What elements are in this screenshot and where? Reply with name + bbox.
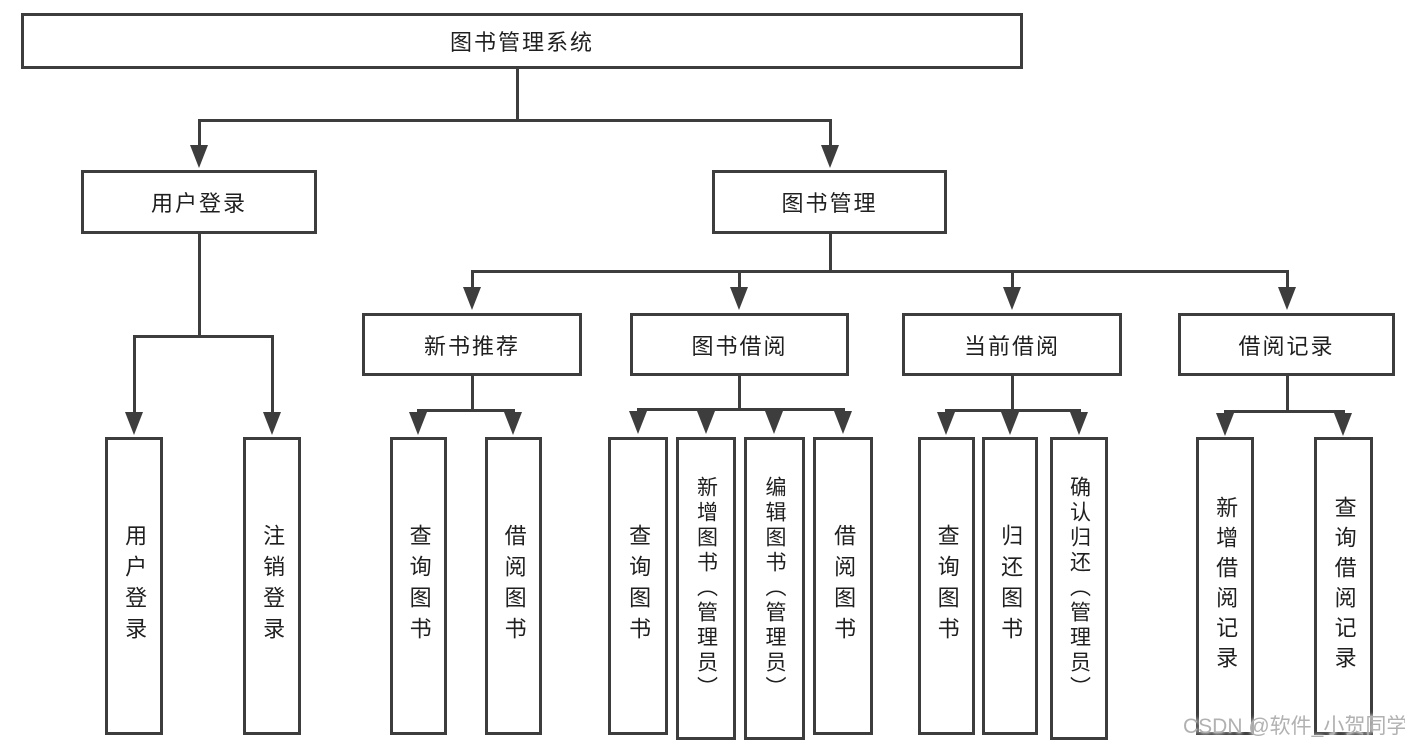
connector-line bbox=[738, 376, 741, 410]
connector-line bbox=[1011, 376, 1014, 411]
arrow-down-icon bbox=[409, 412, 427, 435]
connector-line bbox=[198, 234, 201, 338]
leaf-query-books-2: 查询图书 bbox=[608, 437, 668, 735]
node-book-management: 图书管理 bbox=[712, 170, 947, 234]
leaf-query-books-1-label: 查询图书 bbox=[406, 524, 432, 648]
node-current-borrow: 当前借阅 bbox=[902, 313, 1122, 376]
arrow-down-icon bbox=[125, 412, 143, 435]
node-current-borrow-label: 当前借阅 bbox=[963, 333, 1060, 359]
leaf-borrow-books-1: 借阅图书 bbox=[485, 437, 542, 735]
leaf-edit-books-admin: 编辑图书（管理员） bbox=[744, 437, 805, 740]
arrow-down-icon bbox=[765, 411, 783, 434]
arrow-down-icon bbox=[463, 287, 481, 310]
leaf-query-borrow-record: 查询借阅记录 bbox=[1314, 437, 1373, 735]
leaf-confirm-return-admin: 确认归还（管理员） bbox=[1050, 437, 1108, 740]
arrow-down-icon bbox=[937, 412, 955, 435]
leaf-borrow-books-2: 借阅图书 bbox=[813, 437, 873, 735]
leaf-logout: 注销登录 bbox=[243, 437, 301, 735]
node-book-management-label: 图书管理 bbox=[781, 191, 878, 216]
connector-line bbox=[133, 335, 274, 338]
leaf-query-books-2-label: 查询图书 bbox=[626, 524, 652, 648]
node-root-label: 图书管理系统 bbox=[449, 30, 594, 55]
leaf-query-books-1: 查询图书 bbox=[390, 437, 447, 735]
connector-line bbox=[1224, 410, 1345, 413]
leaf-query-books-3: 查询图书 bbox=[918, 437, 975, 735]
connector-line bbox=[516, 69, 519, 121]
connector-line bbox=[1286, 270, 1289, 289]
connector-line bbox=[471, 376, 474, 411]
connector-line bbox=[945, 409, 1081, 412]
connector-line bbox=[829, 234, 832, 273]
connector-line bbox=[198, 119, 832, 122]
arrow-down-icon bbox=[263, 412, 281, 435]
arrow-down-icon bbox=[1334, 413, 1352, 436]
arrow-down-icon bbox=[1278, 287, 1296, 310]
arrow-down-icon bbox=[821, 145, 839, 168]
arrow-down-icon bbox=[834, 411, 852, 434]
arrow-down-icon bbox=[190, 145, 208, 168]
leaf-user-login-label: 用户登录 bbox=[122, 524, 148, 648]
leaf-add-books-admin: 新增图书（管理员） bbox=[676, 437, 736, 740]
connector-line bbox=[1286, 376, 1289, 412]
node-user-login: 用户登录 bbox=[81, 170, 317, 234]
leaf-query-books-3-label: 查询图书 bbox=[934, 524, 960, 648]
leaf-add-books-admin-label: 新增图书（管理员） bbox=[694, 476, 718, 701]
node-new-book-recommend: 新书推荐 bbox=[362, 313, 582, 376]
connector-line bbox=[133, 335, 136, 414]
connector-line bbox=[637, 408, 845, 411]
arrow-down-icon bbox=[1003, 287, 1021, 310]
leaf-logout-label: 注销登录 bbox=[260, 524, 286, 648]
arrow-down-icon bbox=[1001, 412, 1019, 435]
connector-line bbox=[198, 119, 201, 147]
node-borrow-records-label: 借阅记录 bbox=[1238, 333, 1335, 359]
connector-line bbox=[1011, 270, 1014, 289]
arrow-down-icon bbox=[504, 412, 522, 435]
connector-line bbox=[471, 270, 474, 289]
leaf-borrow-books-1-label: 借阅图书 bbox=[501, 524, 527, 648]
arrow-down-icon bbox=[1070, 412, 1088, 435]
node-new-book-recommend-label: 新书推荐 bbox=[423, 333, 520, 359]
leaf-add-borrow-record-label: 新增借阅记录 bbox=[1213, 496, 1239, 676]
connector-line bbox=[417, 409, 515, 412]
arrow-down-icon bbox=[1216, 413, 1234, 436]
connector-line bbox=[829, 119, 832, 147]
leaf-user-login: 用户登录 bbox=[105, 437, 163, 735]
leaf-add-borrow-record: 新增借阅记录 bbox=[1196, 437, 1254, 735]
leaf-borrow-books-2-label: 借阅图书 bbox=[831, 524, 857, 648]
arrow-down-icon bbox=[629, 411, 647, 434]
node-book-borrow-label: 图书借阅 bbox=[691, 333, 788, 359]
leaf-return-books: 归还图书 bbox=[982, 437, 1038, 735]
arrow-down-icon bbox=[697, 411, 715, 434]
leaf-query-borrow-record-label: 查询借阅记录 bbox=[1331, 496, 1357, 676]
connector-line bbox=[471, 270, 1289, 273]
node-borrow-records: 借阅记录 bbox=[1178, 313, 1395, 376]
connector-line bbox=[271, 335, 274, 414]
csdn-watermark: CSDN @软件_小贺同学 bbox=[1183, 715, 1405, 738]
leaf-edit-books-admin-label: 编辑图书（管理员） bbox=[763, 476, 787, 701]
node-user-login-label: 用户登录 bbox=[150, 191, 247, 216]
leaf-return-books-label: 归还图书 bbox=[998, 524, 1024, 648]
arrow-down-icon bbox=[730, 287, 748, 310]
leaf-confirm-return-admin-label: 确认归还（管理员） bbox=[1067, 476, 1091, 701]
node-book-borrow: 图书借阅 bbox=[630, 313, 849, 376]
connector-line bbox=[738, 270, 741, 289]
node-root: 图书管理系统 bbox=[21, 13, 1023, 69]
